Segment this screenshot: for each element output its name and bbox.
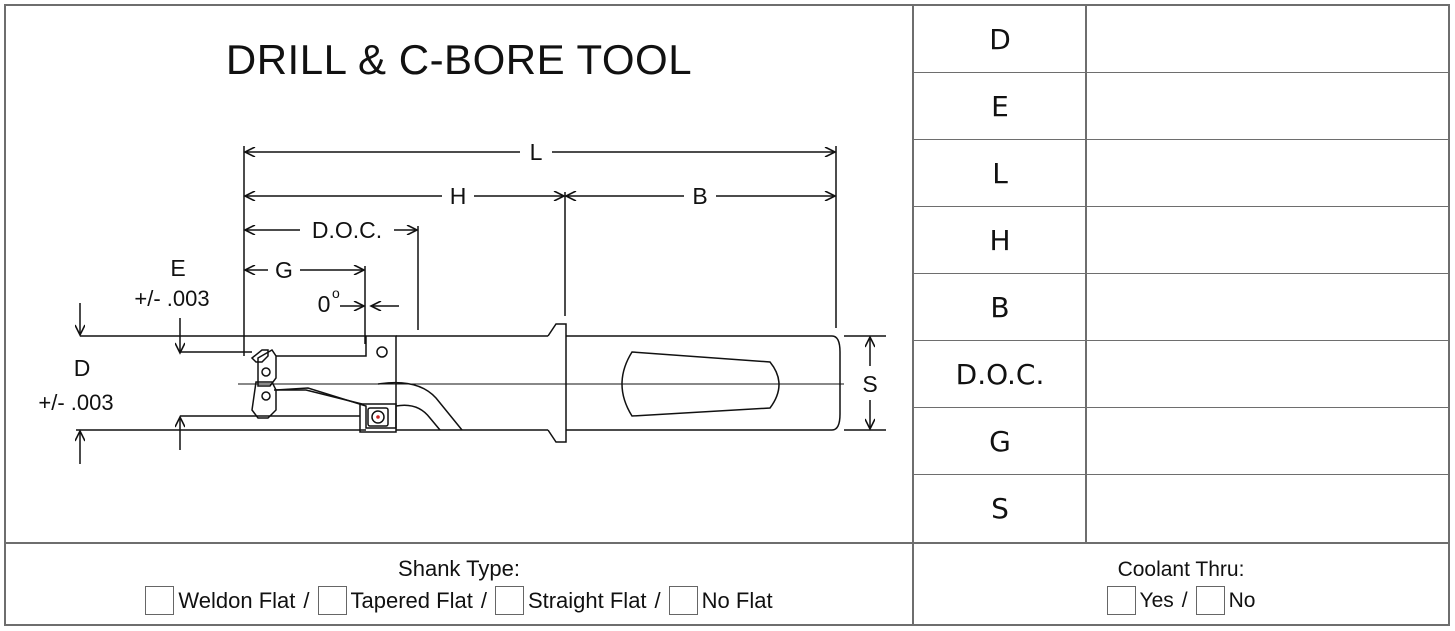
dim-label-doc: D.O.C. xyxy=(955,358,1045,391)
c-bore-screw xyxy=(371,410,385,424)
separator: / xyxy=(303,587,310,613)
dim-label-b: B xyxy=(990,291,1010,324)
coolant-yes-label: Yes xyxy=(1139,588,1174,612)
table-row: E xyxy=(914,73,1448,140)
dim-value-doc[interactable] xyxy=(1086,341,1448,408)
insert-upper xyxy=(257,349,277,387)
separator: / xyxy=(1181,588,1188,612)
degree-symbol: o xyxy=(332,285,340,301)
table-row: S xyxy=(914,475,1448,542)
dim-value-e[interactable] xyxy=(1086,73,1448,140)
body-hole xyxy=(376,346,388,358)
straight-flat-label: Straight Flat xyxy=(527,587,647,613)
flute-curve-upper xyxy=(377,381,463,431)
label-e-tolerance: +/- .003 xyxy=(134,286,209,311)
tip-chip xyxy=(250,349,269,363)
label-g: G xyxy=(275,257,293,283)
dim-value-s[interactable] xyxy=(1086,475,1448,542)
table-row-divider xyxy=(914,72,1448,73)
dim-label-e: E xyxy=(991,90,1009,123)
c-bore-insert xyxy=(359,403,397,433)
form-frame xyxy=(4,4,1450,626)
no-flat-label: No Flat xyxy=(701,587,773,613)
label-e: E xyxy=(170,255,185,281)
table-row-divider xyxy=(914,407,1448,408)
table-row: D xyxy=(914,6,1448,73)
dim-value-b[interactable] xyxy=(1086,274,1448,341)
weldon-flat-label: Weldon Flat xyxy=(178,587,296,613)
divider-footer xyxy=(6,542,1448,544)
drawing-title: DRILL & C-BORE TOOL xyxy=(225,36,693,83)
tapered-flat-label: Tapered Flat xyxy=(350,587,473,613)
label-l: L xyxy=(530,139,543,165)
label-h: H xyxy=(450,183,467,209)
coolant-no-label: No xyxy=(1228,588,1256,612)
insert-screw-upper xyxy=(261,367,271,377)
insert-screw-lower xyxy=(261,391,271,401)
coolant-no-checkbox[interactable] xyxy=(1195,586,1225,615)
divider-vertical xyxy=(912,6,914,624)
label-b: B xyxy=(692,183,707,209)
c-bore-pocket xyxy=(367,407,389,427)
table-row: G xyxy=(914,408,1448,475)
label-d: D xyxy=(74,355,91,381)
table-row-divider xyxy=(914,340,1448,341)
table-row: B xyxy=(914,274,1448,341)
weldon-flat-checkbox[interactable] xyxy=(145,586,175,615)
table-column-divider xyxy=(1085,6,1087,542)
table-row-divider xyxy=(914,474,1448,475)
tapered-flat-checkbox[interactable] xyxy=(317,586,347,615)
shank xyxy=(566,335,841,431)
dim-label-h: H xyxy=(989,224,1011,257)
body-step xyxy=(274,389,363,405)
coolant-thru-section: Coolant Thru: Yes / No xyxy=(914,558,1448,621)
separator: / xyxy=(654,587,661,613)
dim-value-g[interactable] xyxy=(1086,408,1448,475)
tool-drawing: L H B D.O.C. G E +/- .003 0 o D +/- .003… xyxy=(38,139,886,464)
dim-label-l: L xyxy=(992,157,1008,190)
table-row-divider xyxy=(914,273,1448,274)
coolant-thru-title: Coolant Thru: xyxy=(1117,558,1245,581)
table-row-divider xyxy=(914,139,1448,140)
dim-label-g: G xyxy=(989,425,1011,458)
straight-flat-checkbox[interactable] xyxy=(494,586,524,615)
dim-value-l[interactable] xyxy=(1086,140,1448,207)
label-d-tolerance: +/- .003 xyxy=(38,390,113,415)
table-row: D.O.C. xyxy=(914,341,1448,408)
shank-type-section: Shank Type: Weldon Flat / Tapered Flat /… xyxy=(6,556,912,621)
no-flat-checkbox[interactable] xyxy=(668,586,698,615)
coolant-yes-checkbox[interactable] xyxy=(1106,586,1136,615)
flute-curve-lower xyxy=(395,404,441,431)
table-row-divider xyxy=(914,206,1448,207)
flange xyxy=(547,323,567,443)
shank-type-title: Shank Type: xyxy=(398,556,520,581)
dim-label-s: S xyxy=(991,492,1009,525)
table-row: L xyxy=(914,140,1448,207)
label-angle: 0 xyxy=(318,291,331,317)
dim-value-h[interactable] xyxy=(1086,207,1448,274)
insert-lower xyxy=(251,381,277,419)
label-s: S xyxy=(862,371,877,397)
table-row: H xyxy=(914,207,1448,274)
dim-value-d[interactable] xyxy=(1086,6,1448,73)
label-doc: D.O.C. xyxy=(312,217,382,243)
separator: / xyxy=(480,587,487,613)
tapered-flat xyxy=(621,351,780,417)
dim-label-d: D xyxy=(989,23,1011,56)
c-bore-screw-center xyxy=(376,415,380,419)
